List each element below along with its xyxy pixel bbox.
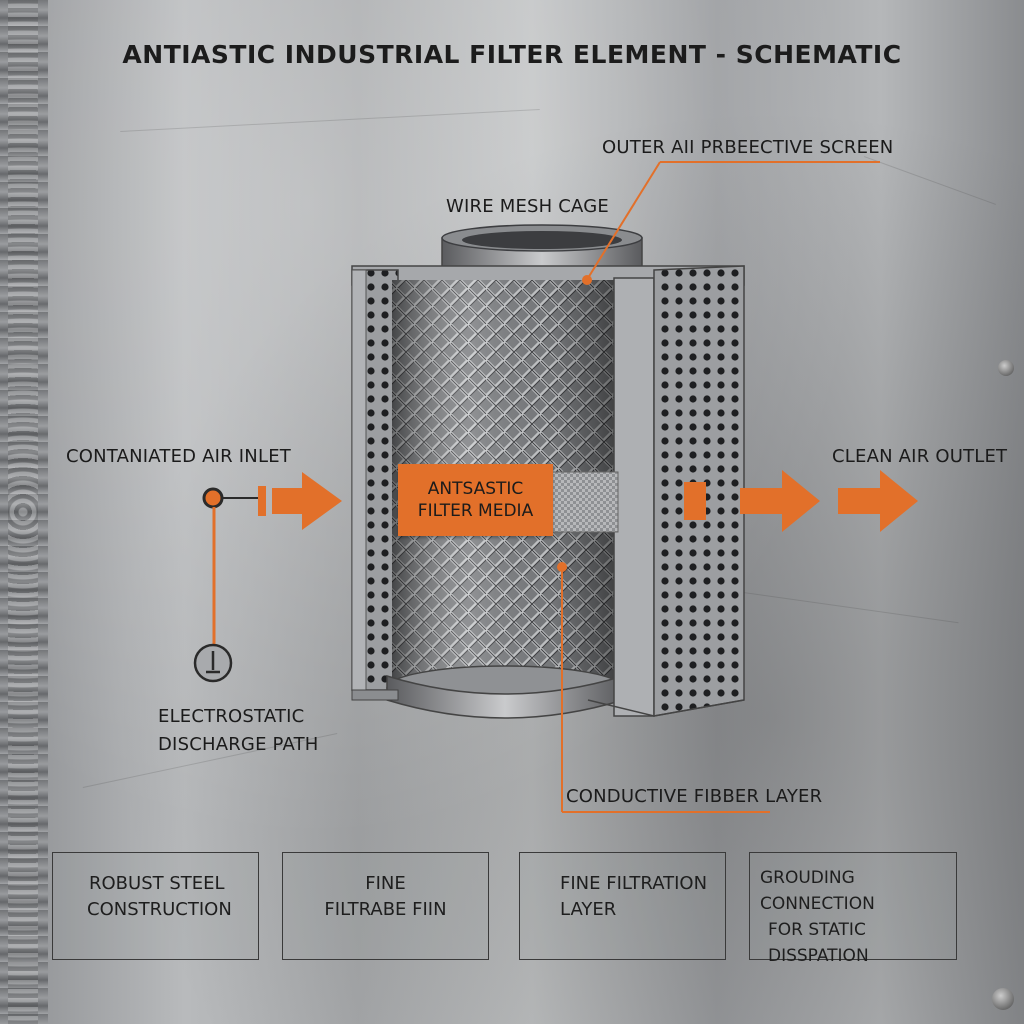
box-4-line-3: DISSPATION bbox=[768, 946, 869, 966]
conductive-leader bbox=[557, 562, 770, 813]
outer-screen-label: OUTER AII PRBEECTIVE SCREEN bbox=[602, 137, 894, 158]
bolt-icon bbox=[992, 988, 1014, 1010]
esd-label-1: ELECTROSTATIC bbox=[158, 706, 305, 727]
esd-label-2: DISCHARGE PATH bbox=[158, 734, 319, 755]
weld-seam bbox=[0, 0, 48, 1024]
inlet-arrow bbox=[258, 472, 342, 530]
box-2-line-1: FINE bbox=[365, 873, 406, 894]
box-3-line-2: LAYER bbox=[560, 899, 617, 920]
outlet-arrow-2 bbox=[838, 470, 918, 532]
conductive-label: CONDUCTIVE FIBBER LAYER bbox=[566, 786, 823, 807]
filter-media-band: ANTSASTIC FILTER MEDIA bbox=[398, 464, 553, 536]
wire-mesh-label: WIRE MESH CAGE bbox=[446, 196, 609, 217]
box-4-line-1: GROUDING CONNECTION bbox=[760, 868, 875, 914]
inlet-node-icon bbox=[202, 487, 224, 509]
bolt-icon bbox=[998, 360, 1014, 376]
filter-media-label-2: FILTER MEDIA bbox=[417, 501, 534, 521]
box-4-line-2: FOR STATIC bbox=[768, 920, 866, 940]
box-1-line-1: ROBUST STEEL bbox=[89, 873, 225, 894]
feature-box-3: FINE FILTRATION LAYER bbox=[519, 852, 726, 960]
outlet-arrow-1 bbox=[740, 470, 820, 532]
ground-symbol-icon bbox=[193, 643, 233, 683]
conductive-weave-strip bbox=[547, 471, 619, 533]
box-3-line-1: FINE FILTRATION bbox=[560, 873, 708, 894]
feature-box-4: GROUDING CONNECTION FOR STATIC DISSPATIO… bbox=[749, 852, 957, 966]
feature-box-2: FINE FILTRABE FIIN bbox=[282, 852, 489, 960]
outlet-tab bbox=[684, 482, 706, 520]
outer-screen-leader bbox=[582, 161, 880, 285]
outlet-label: CLEAN AIR OUTLET bbox=[832, 446, 1008, 467]
feature-box-1: ROBUST STEEL CONSTRUCTION bbox=[52, 852, 259, 960]
top-collar bbox=[441, 224, 643, 269]
filter-media-label-1: ANTSASTIC bbox=[427, 479, 524, 499]
box-2-line-2: FILTRABE FIIN bbox=[324, 899, 447, 920]
box-1-line-2: CONSTRUCTION bbox=[87, 899, 232, 920]
inlet-label: CONTANIATED AIR INLET bbox=[66, 446, 291, 467]
page-title: ANTIASTIC INDUSTRIAL FILTER ELEMENT - SC… bbox=[122, 40, 902, 69]
